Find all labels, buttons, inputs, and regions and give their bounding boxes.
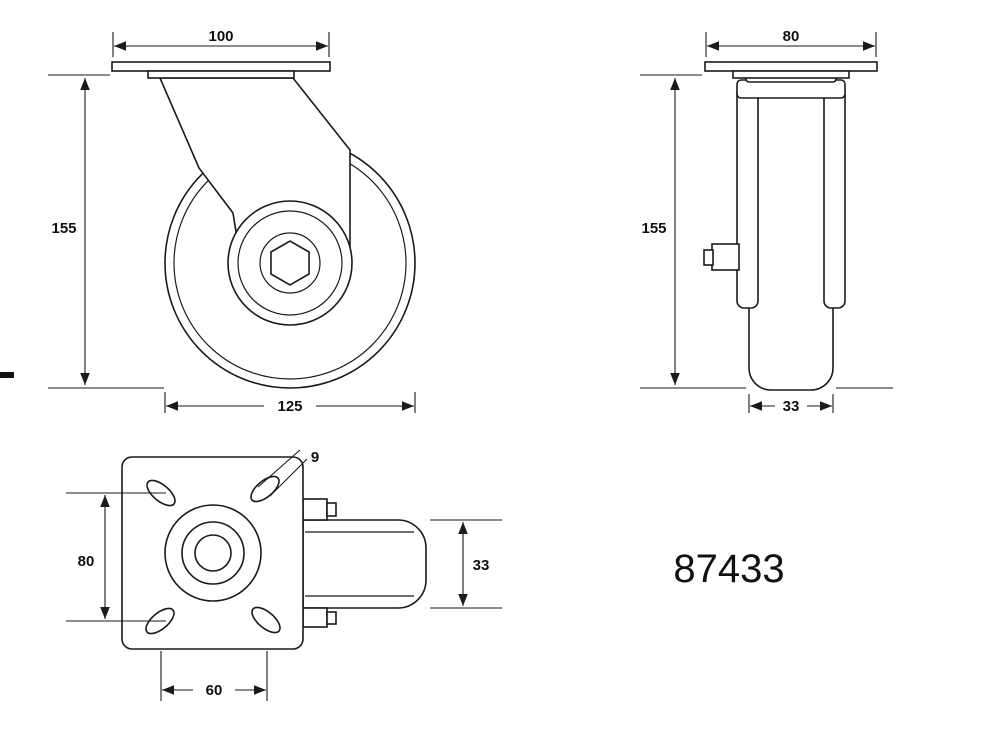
- swivel-lock-top: [302, 498, 328, 521]
- label-mask: [775, 397, 807, 415]
- dim-label-33: 33: [783, 398, 800, 415]
- dim-front-wheel-diameter: 125: [164, 392, 416, 416]
- leader-line: [269, 458, 308, 497]
- dim-side-wheel-width: 33: [748, 394, 834, 415]
- dim-top-wheel-width: 33: [430, 519, 502, 609]
- axle-hex-nut: [270, 240, 310, 286]
- bearing-outer-circle: [164, 504, 262, 602]
- dim-label-60: 60: [206, 682, 223, 699]
- page-edge-mark: [0, 372, 14, 378]
- dim-side-plate-width: 80: [705, 28, 877, 57]
- dim-label-33: 33: [473, 557, 490, 574]
- label-mask: [193, 681, 235, 699]
- dim-label-80: 80: [783, 28, 800, 45]
- axle-bolt-tip: [703, 249, 714, 266]
- top-plate: [704, 61, 878, 72]
- dim-top-hole-diameter: 9: [257, 449, 319, 497]
- dim-label-100: 100: [208, 28, 233, 45]
- top-plate-flange: [732, 70, 850, 79]
- top-plate: [111, 61, 331, 72]
- dim-label-125: 125: [277, 398, 302, 415]
- part-number: 87433: [673, 547, 784, 591]
- dim-label-155: 155: [641, 220, 666, 237]
- fork-leg-left: [736, 85, 759, 309]
- swivel-lock-bottom-tip: [326, 611, 337, 625]
- swivel-lock-bottom: [302, 607, 328, 628]
- dim-front-plate-width: 100: [112, 28, 330, 57]
- label-mask: [264, 396, 316, 416]
- side-view: 80 155 33: [640, 28, 893, 415]
- dim-top-hole-spacing-horizontal: 60: [160, 651, 268, 701]
- swivel-lock-top-tip: [326, 502, 337, 517]
- top-plate-flange: [147, 70, 295, 79]
- bolt-slot-top-left: [146, 479, 176, 507]
- fork-leg-right: [823, 85, 846, 309]
- bolt-slot-bottom-right: [251, 606, 281, 634]
- leader-line: [257, 449, 301, 488]
- wheel-profile: [748, 93, 834, 391]
- dim-front-height: 155: [48, 74, 164, 389]
- front-view: 100 155 125: [48, 28, 416, 416]
- top-view: 9 80 33 60: [66, 449, 502, 701]
- dim-label-80: 80: [78, 553, 95, 570]
- wheel-top-profile: [302, 519, 427, 609]
- bolt-slot-bottom-left: [145, 607, 175, 635]
- dim-label-155: 155: [51, 220, 76, 237]
- bearing-middle-circle: [181, 521, 245, 585]
- dim-label-9: 9: [311, 449, 319, 466]
- axle-bolt-head: [711, 243, 740, 271]
- bearing-inner-circle: [194, 534, 232, 572]
- axle-circle: [259, 232, 321, 294]
- hub-inner-circle: [237, 210, 343, 316]
- dim-top-hole-spacing-vertical: 80: [66, 492, 166, 622]
- dim-side-height: 155: [640, 74, 893, 389]
